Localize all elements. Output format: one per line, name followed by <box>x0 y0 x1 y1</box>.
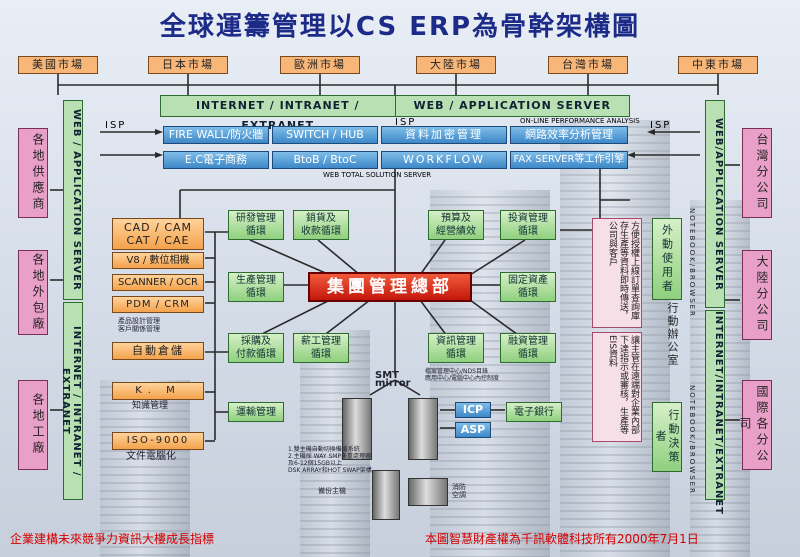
icp-box: ICP <box>455 402 491 418</box>
server-label: WEB / APPLICATION SERVER <box>413 99 612 112</box>
market-china: 大陸市場 <box>416 56 496 74</box>
web-total-label: WEB TOTAL SOLUTION SERVER <box>323 171 432 179</box>
factories-box: 各地工廠 <box>18 380 48 470</box>
international-branch-box: 國際各分公司 <box>738 380 772 470</box>
ups-label: 消防 空調 <box>452 483 466 499</box>
background-building <box>430 190 550 557</box>
btob-btoc-box: BtoB / BtoC <box>272 151 378 169</box>
market-japan: 日本市場 <box>148 56 228 74</box>
budget-module: 預算及 經營績效 <box>428 210 484 240</box>
mobile-user-box: 外動使用者 <box>652 218 682 300</box>
left-web-server-bar: WEB / APPLICATION SERVER <box>63 100 83 300</box>
mobile-office-label: 行動辦公室 <box>666 302 679 367</box>
network-server-bar: INTERNET / INTRANET / EXTRANET WEB / APP… <box>160 95 630 132</box>
ups-icon <box>408 478 448 506</box>
nds-note: 檔案管理中心/NDS目錄 應用中心/電腦中心內控制度 <box>425 368 500 382</box>
auto-warehouse-box: 自動倉儲 <box>112 342 204 360</box>
cad-cam-box: CAD / CAM CAT / CAE <box>112 218 204 250</box>
switch-hub-box: SWITCH / HUB <box>272 126 378 144</box>
iso-box: ISO-9000 <box>112 432 204 450</box>
isp-label-center: ISP <box>395 117 417 128</box>
market-middle-east: 中東市場 <box>678 56 758 74</box>
encryption-box: 資料加密管理 <box>381 126 507 144</box>
left-internet-bar: INTERNET / INTRANET / EXTRANET <box>60 302 83 500</box>
mobile-description: 方便授權上線訂單查詢庫存生產等資料即時傳送，公司與客戶 <box>592 218 642 328</box>
mobile-decision-box: 行動決策者 <box>652 402 682 472</box>
outsource-plants-box: 各地外包廠 <box>18 250 48 335</box>
payroll-module: 薪工管理 循環 <box>293 333 349 363</box>
production-module: 生產管理 循環 <box>228 272 284 302</box>
fax-server-box: FAX SERVER等工作引擎 <box>510 151 628 169</box>
page-title: 全球運籌管理以CS ERP為骨幹架構圖 <box>159 12 641 42</box>
isp-label-left: ISP <box>105 120 127 131</box>
ecommerce-box: E.C電子商務 <box>163 151 269 169</box>
right-web-server-bar: WEB/APPLICATION SERVER <box>705 100 725 308</box>
isp-label-right: ISP <box>650 120 672 131</box>
km-note: 知識管理 <box>132 401 169 411</box>
network-label: INTERNET / INTRANET / EXTRANET <box>161 96 396 132</box>
sales-module: 銷貨及 收款循環 <box>293 210 349 240</box>
notebook-browser-label: NOTEBOOK/BROWSER <box>688 208 696 318</box>
asp-box: ASP <box>455 422 491 438</box>
it-module: 資訊管理 循環 <box>428 333 484 363</box>
pdm-crm-box: PDM / CRM <box>112 296 204 313</box>
ebank-box: 電子銀行 <box>506 402 562 422</box>
fixed-asset-module: 固定資產 循環 <box>500 272 556 302</box>
backup-server-icon <box>372 470 400 520</box>
transport-module: 運輸管理 <box>228 402 284 422</box>
rd-module: 研發管理 循環 <box>228 210 284 240</box>
investment-module: 投資管理 循環 <box>500 210 556 240</box>
scanner-ocr-box: SCANNER / OCR <box>112 274 204 291</box>
china-branch-box: 大陸分公司 <box>742 250 772 340</box>
decision-description: 讓主管在遠端對企業內部下達指示或審核，生產等EIS資料 <box>592 332 642 442</box>
right-internet-bar: INTERNET/INTRANET/EXTRANET <box>705 310 725 515</box>
main-server-icon <box>342 398 372 460</box>
km-box: K. M <box>112 382 204 400</box>
market-usa: 美國市場 <box>18 56 98 74</box>
iso-note: 文件電腦化 <box>126 451 176 462</box>
market-europe: 歐洲市場 <box>280 56 360 74</box>
mirror-server-icon <box>408 398 438 460</box>
background-building <box>100 380 190 557</box>
v8-camera-box: V8 / 數位相機 <box>112 252 204 269</box>
market-taiwan: 台灣市場 <box>548 56 628 74</box>
footer-left: 企業建構未來競爭力資訊大樓成長指標 <box>10 532 215 546</box>
footer-right: 本圖智慧財產權為千訊軟體科技所有2000年7月1日 <box>425 532 699 546</box>
workflow-box: WORKFLOW <box>381 151 507 169</box>
suppliers-box: 各地供應商 <box>18 128 48 218</box>
network-analysis-box: 網路效率分析管理 <box>510 126 628 144</box>
purchase-module: 採購及 付款循環 <box>228 333 284 363</box>
firewall-box: FIRE WALL/防火牆 <box>163 126 269 144</box>
smt-mirror-label: SMT mirror <box>375 370 411 389</box>
product-design-note: 產品設計管理 客戶關係管理 <box>118 317 160 333</box>
notebook-browser-label-2: NOTEBOOK/BROWSER <box>688 385 696 495</box>
finance-module: 融資管理 循環 <box>500 333 556 363</box>
taiwan-branch-box: 台灣分公司 <box>742 128 772 218</box>
backup-label: 備份主機 <box>318 487 346 495</box>
server-spec-note: 1.雙主機自動切換備援系統 2.主機採 WAY SMP多重處理器 及6-12個1… <box>288 446 372 474</box>
headquarters-box: 集團管理總部 <box>308 272 472 302</box>
performance-label: ON-LINE PERFORMANCE ANALYSIS <box>520 117 640 125</box>
